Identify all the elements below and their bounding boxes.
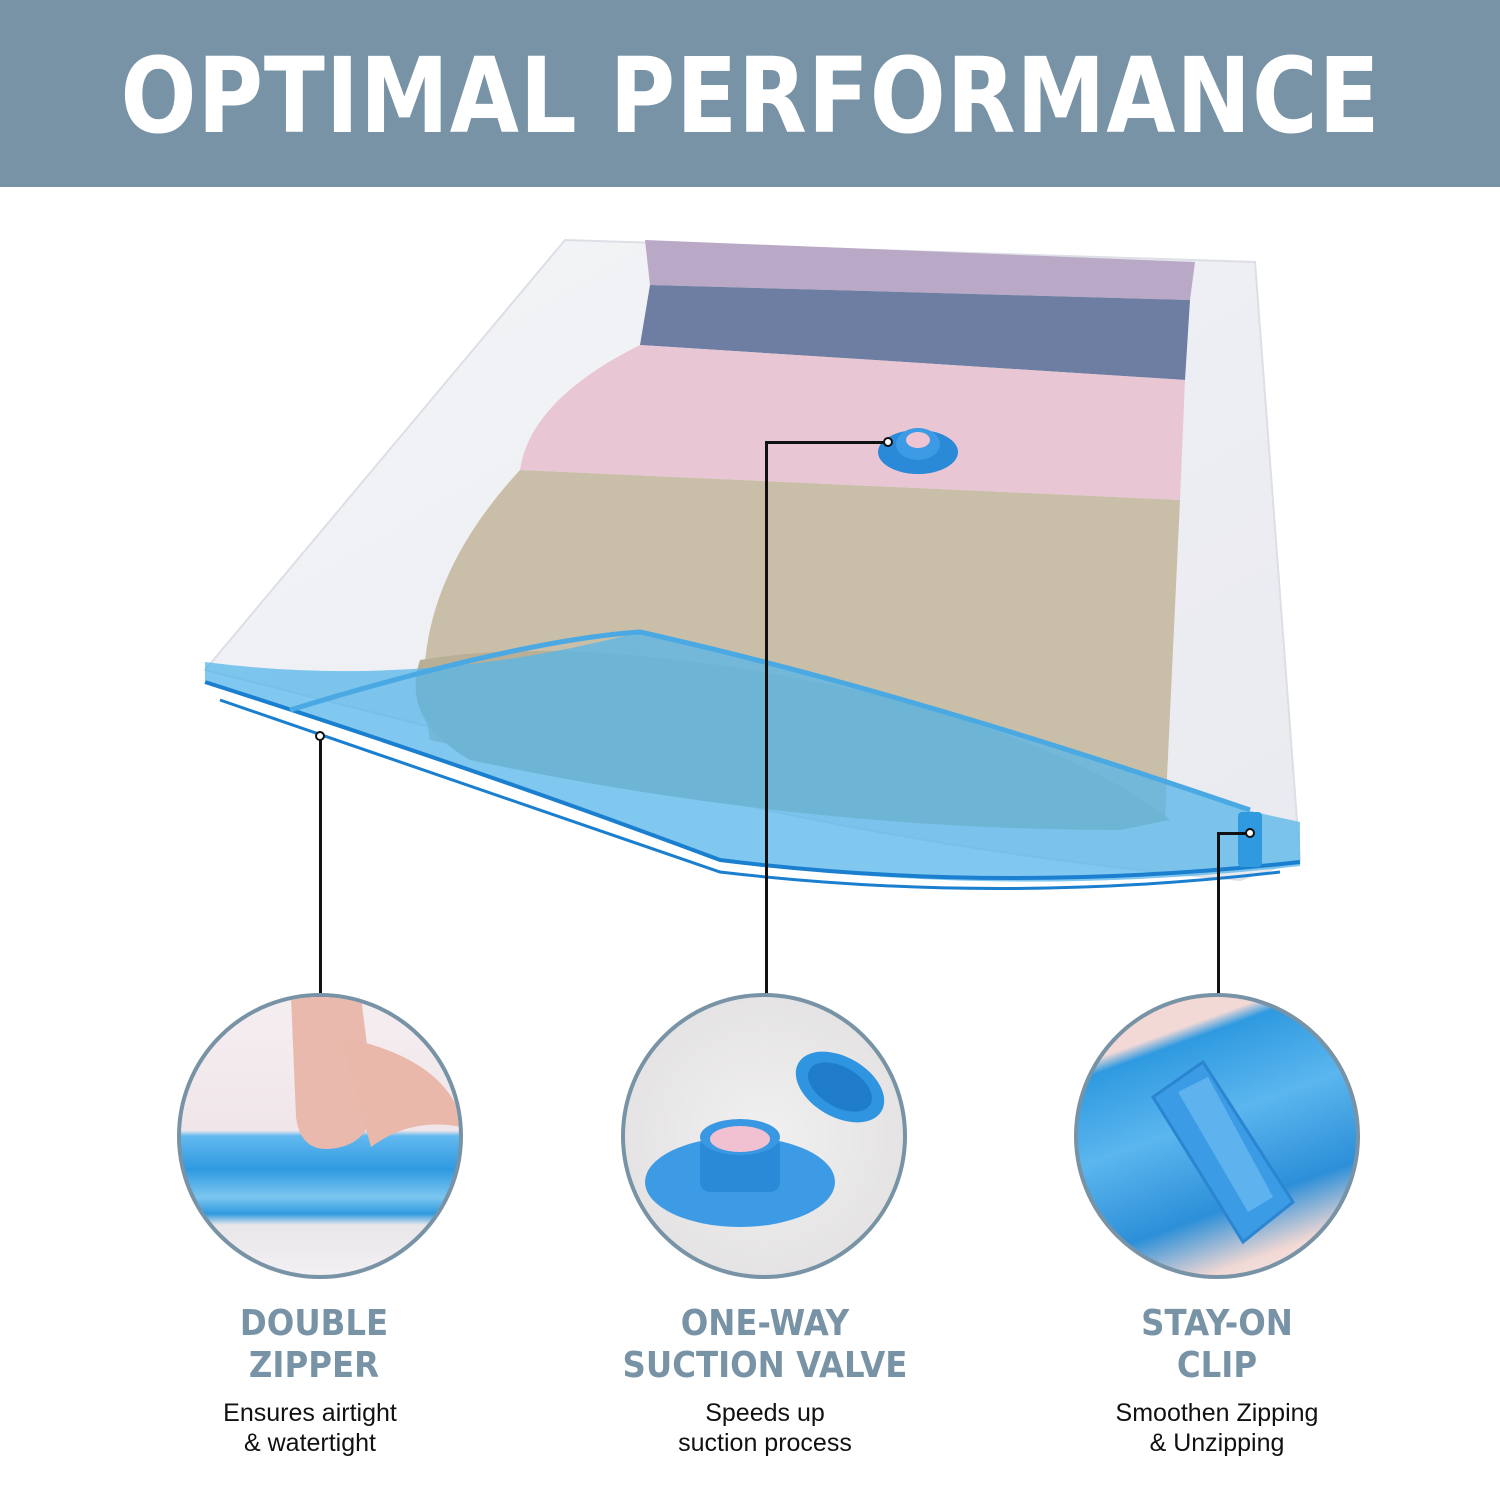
title-line: STAY-ON [1141, 1303, 1293, 1344]
vacuum-bag-illustration [203, 238, 1302, 890]
callout-dot-clip [1245, 828, 1255, 838]
desc-line: Ensures airtight [223, 1399, 397, 1427]
title-line: CLIP [1176, 1345, 1258, 1386]
feature-title-stay-on-clip: STAY-ON CLIP [1082, 1303, 1352, 1387]
desc-line: Smoothen Zipping [1115, 1399, 1319, 1427]
callout-dot-valve [883, 437, 893, 447]
callout-line-clip-v [1217, 832, 1220, 995]
feature-desc-stay-on-clip: Smoothen Zipping & Unzipping [1067, 1398, 1367, 1458]
feature-title-double-zipper: DOUBLE ZIPPER [179, 1303, 449, 1387]
desc-line: suction process [678, 1429, 852, 1457]
title-line: ONE-WAY [680, 1303, 850, 1344]
callout-line-valve-v [765, 441, 768, 995]
suction-valve-image [621, 993, 907, 1279]
header-banner: OPTIMAL PERFORMANCE [0, 0, 1500, 187]
callout-line-zipper [319, 737, 322, 995]
callout-line-clip-h [1217, 832, 1247, 835]
clip-icon [1150, 1059, 1295, 1245]
title-line: ZIPPER [248, 1345, 380, 1386]
desc-line: & watertight [243, 1429, 376, 1457]
feature-desc-suction-valve: Speeds up suction process [615, 1398, 915, 1458]
feature-desc-double-zipper: Ensures airtight & watertight [160, 1398, 460, 1458]
valve-icon [645, 1051, 885, 1227]
desc-line: Speeds up [705, 1399, 825, 1427]
title-line: SUCTION VALVE [622, 1345, 908, 1386]
desc-line: & Unzipping [1149, 1429, 1285, 1457]
page-title: OPTIMAL PERFORMANCE [120, 34, 1380, 157]
finger-icon [291, 997, 459, 1149]
title-line: DOUBLE [239, 1303, 389, 1344]
callout-line-valve-h [765, 441, 887, 444]
feature-title-suction-valve: ONE-WAY SUCTION VALVE [608, 1303, 923, 1387]
callout-dot-zipper [315, 731, 325, 741]
double-zipper-image [177, 993, 463, 1279]
zipper-clip-image [1074, 993, 1360, 1279]
